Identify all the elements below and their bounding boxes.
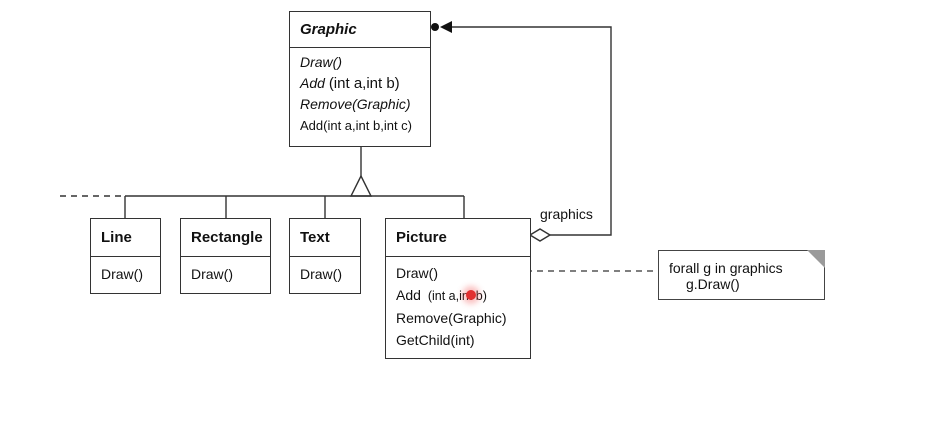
aggregation-line — [452, 26, 612, 236]
aggregation-arrowhead — [440, 21, 452, 33]
class-line-operations: Draw() — [91, 256, 160, 289]
class-line: Line Draw() — [90, 218, 161, 294]
picture-op-remove: Remove(Graphic) — [396, 310, 507, 326]
aggregation-dot — [431, 23, 439, 31]
picture-op-add-name: Add — [396, 287, 421, 303]
aggregation-diamond — [528, 228, 552, 242]
picture-op-draw: Draw() — [396, 265, 438, 281]
class-rectangle-name: Rectangle — [191, 229, 263, 246]
class-line-name: Line — [101, 229, 132, 246]
class-text-name: Text — [300, 229, 330, 246]
class-picture: Picture Draw() Add (int a,int b) Remove(… — [385, 218, 531, 359]
line-op-draw: Draw() — [101, 266, 143, 282]
association-label: graphics — [540, 206, 593, 222]
picture-op-getchild: GetChild(int) — [396, 332, 475, 348]
class-picture-operations: Draw() Add (int a,int b) Remove(Graphic)… — [386, 256, 530, 355]
graphic-op-remove: Remove(Graphic) — [300, 96, 411, 112]
class-text-operations: Draw() — [290, 256, 360, 289]
inheritance-triangle — [349, 174, 373, 197]
graphic-op-add-params: (int a,int b) — [328, 75, 400, 92]
rectangle-op-draw: Draw() — [191, 266, 233, 282]
graphic-op-add-name: Add — [300, 75, 325, 91]
class-picture-name: Picture — [396, 229, 447, 246]
class-rectangle-operations: Draw() — [181, 256, 270, 289]
note-line-2: g.Draw() — [686, 276, 740, 292]
text-op-draw: Draw() — [300, 266, 342, 282]
note-box: forall g in graphics g.Draw() — [658, 250, 825, 300]
note-fold-corner — [807, 250, 825, 268]
class-graphic-name: Graphic — [300, 21, 357, 38]
class-text: Text Draw() — [289, 218, 361, 294]
graphic-op-add: Add (int a,int b) — [300, 73, 420, 94]
class-graphic-operations: Draw() Add (int a,int b) Remove(Graphic)… — [290, 47, 430, 140]
graphic-op-add3: Add(int a,int b,int c) — [300, 118, 412, 133]
picture-op-add-params: (int a,int b) — [427, 289, 487, 303]
note-line-1: forall g in graphics — [669, 260, 783, 276]
picture-op-add: Add (int a,int b) — [396, 284, 520, 307]
graphic-op-draw: Draw() — [300, 54, 342, 70]
class-rectangle: Rectangle Draw() — [180, 218, 271, 294]
cursor-highlight-marker — [466, 290, 476, 300]
class-graphic: Graphic Draw() Add (int a,int b) Remove(… — [289, 11, 431, 147]
